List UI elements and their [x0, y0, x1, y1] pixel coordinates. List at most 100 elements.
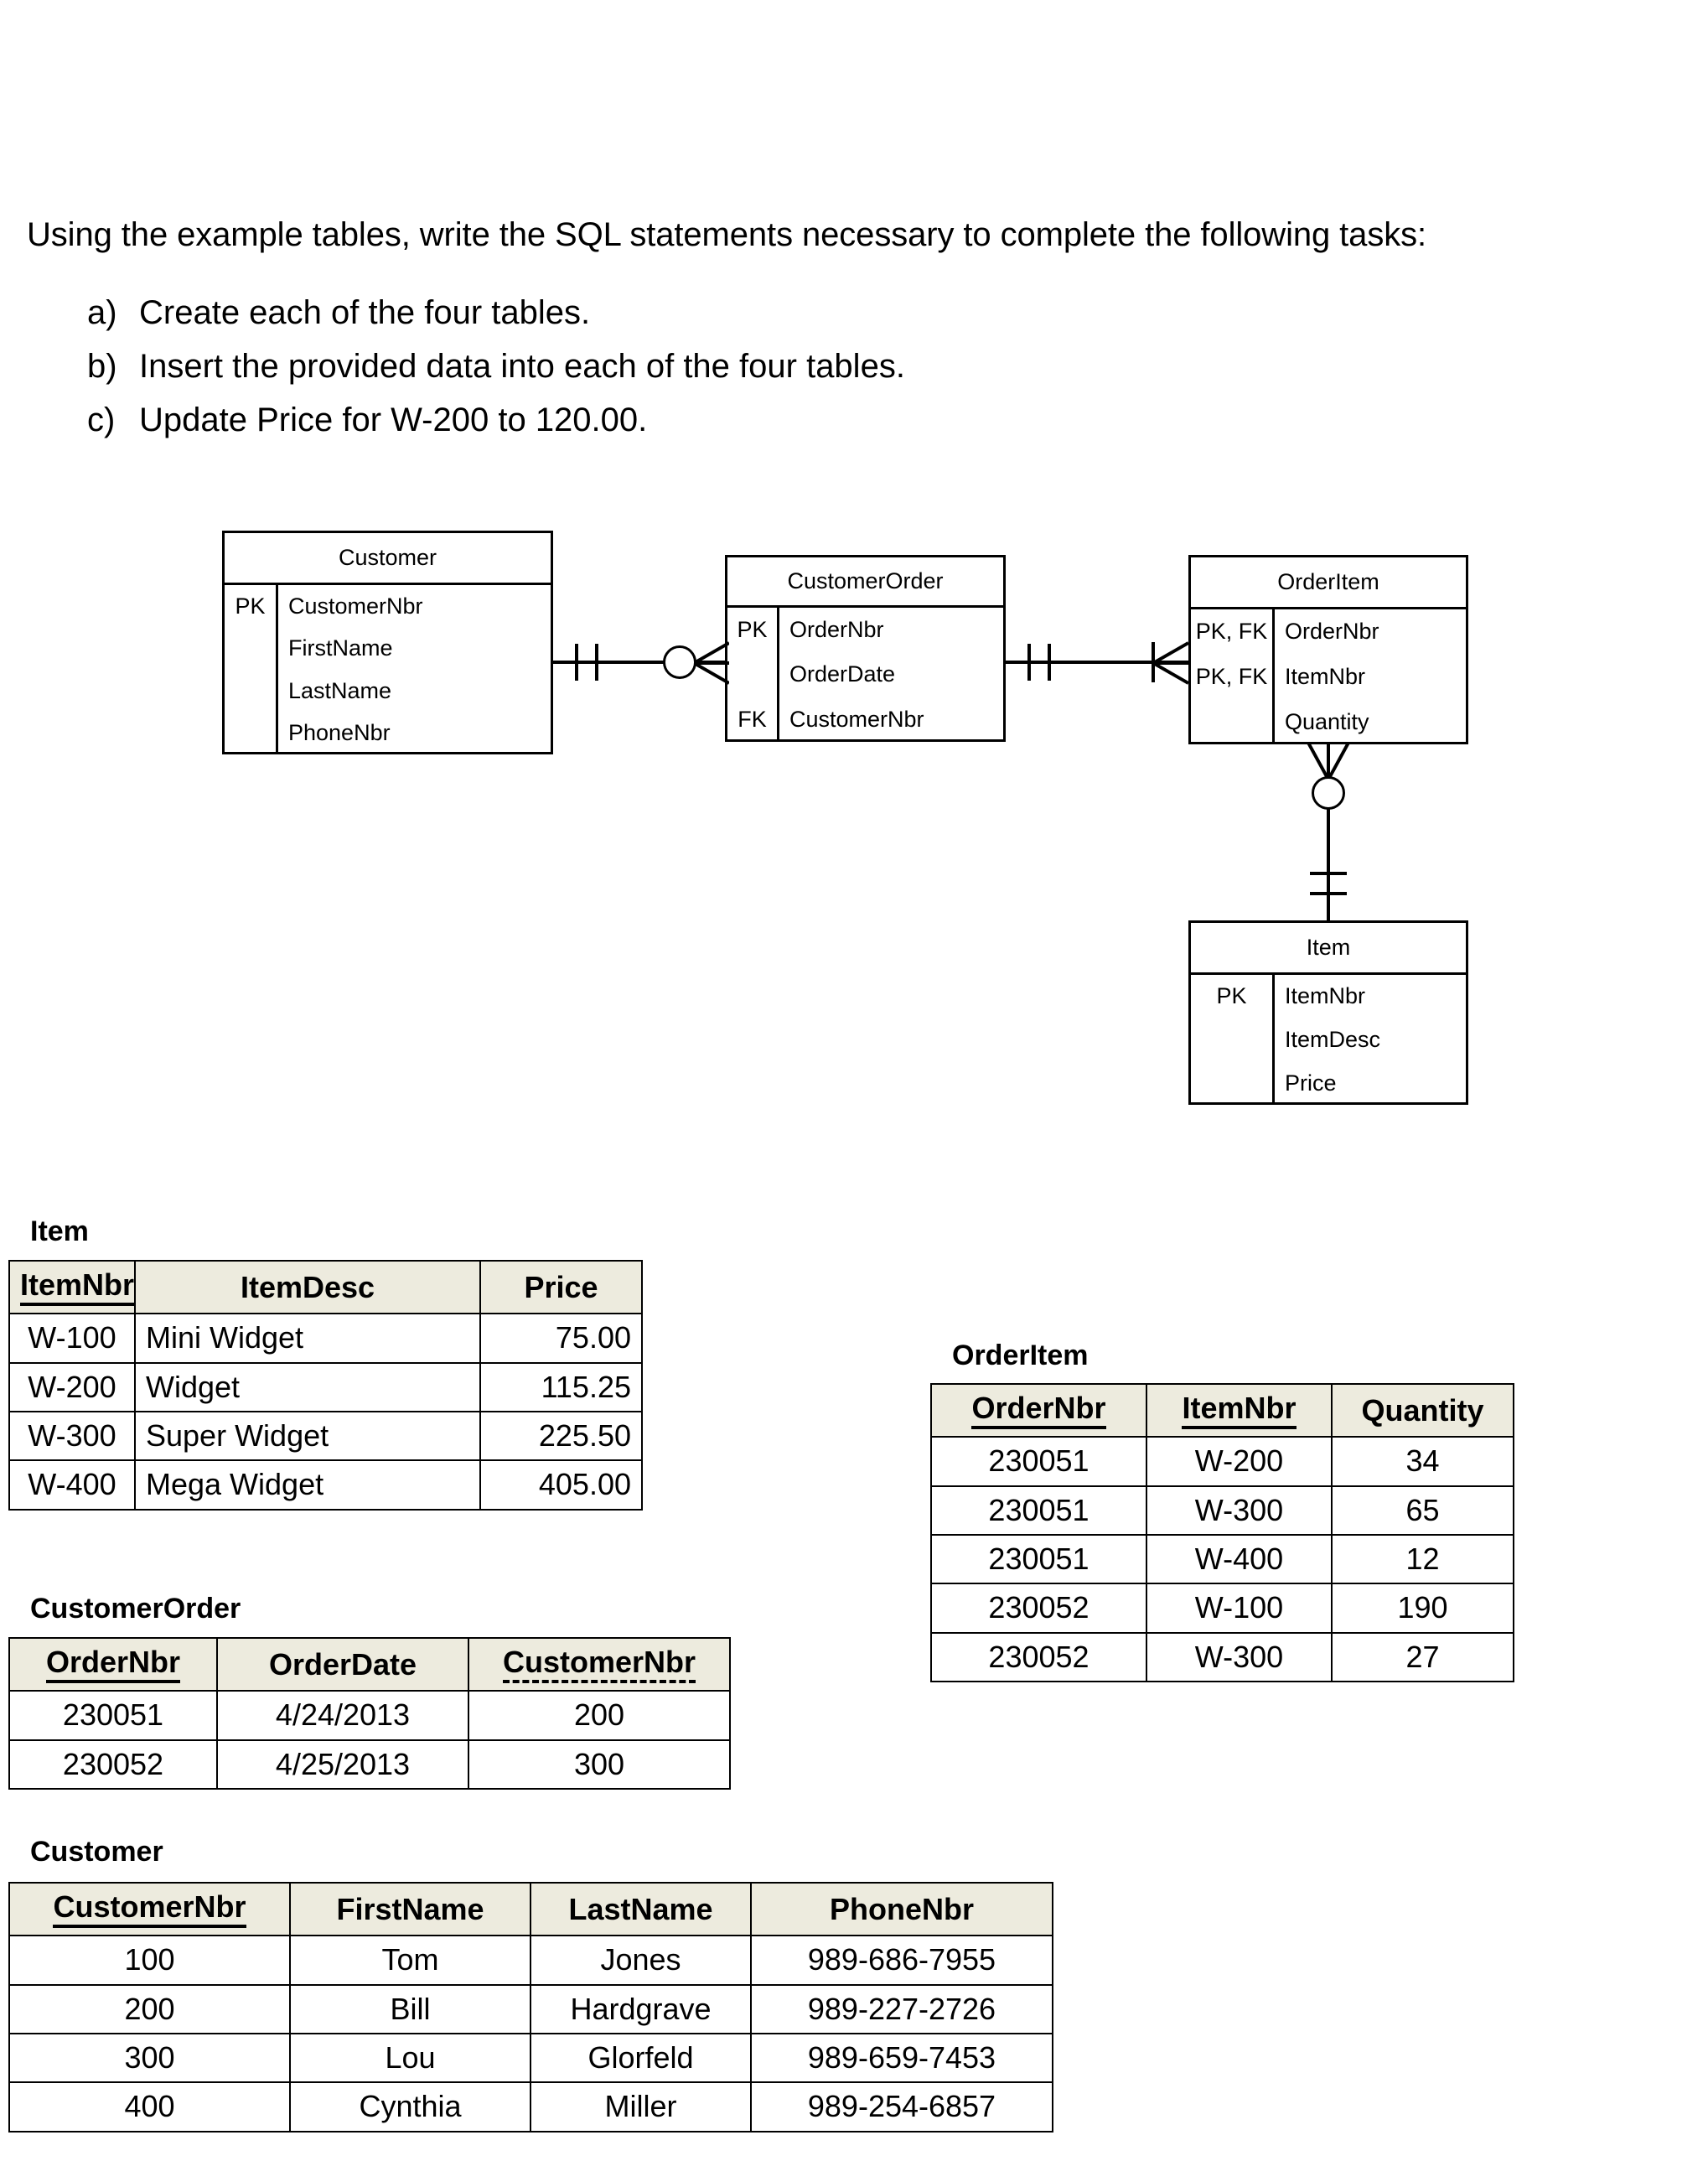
cell: W-200: [1146, 1436, 1333, 1487]
cell: 4/25/2013: [216, 1739, 469, 1790]
data-table-orderitem: OrderNbr ItemNbr Quantity 230051 W-200 3…: [930, 1382, 1514, 1682]
attr-key: [225, 713, 276, 755]
attr-name: OrderNbr: [1285, 619, 1379, 645]
cell: W-400: [8, 1459, 136, 1511]
table-row: W-400 Mega Widget 405.00: [8, 1459, 643, 1511]
cell: 989-686-7955: [750, 1935, 1053, 1986]
cell: W-100: [8, 1313, 136, 1364]
cell: W-300: [1146, 1485, 1333, 1536]
column-header: OrderNbr: [8, 1636, 218, 1692]
cell: 115.25: [479, 1361, 643, 1412]
table-header-row: CustomerNbr FirstName LastName PhoneNbr: [8, 1881, 1053, 1937]
attr-key: [225, 670, 276, 713]
cell: 230051: [930, 1533, 1147, 1585]
task-prose: Using the example tables, write the SQL …: [27, 214, 1669, 457]
entity-title-customerorder: CustomerOrder: [727, 557, 1003, 608]
cell: 989-659-7453: [750, 2032, 1053, 2084]
cell: Hardgrave: [530, 1983, 752, 2034]
table-row: 200 Bill Hardgrave 989-227-2726: [8, 1983, 1053, 2034]
table-caption-orderitem: OrderItem: [952, 1340, 1089, 1371]
column-header: Quantity: [1331, 1382, 1514, 1438]
cell: 230051: [930, 1436, 1147, 1487]
cell: 400: [8, 2081, 291, 2132]
er-diagram: Customer PK CustomerNbr FirstName LastNa…: [0, 503, 1708, 1123]
data-table-customer: CustomerNbr FirstName LastName PhoneNbr …: [8, 1881, 1053, 2132]
entity-title-orderitem: OrderItem: [1191, 557, 1466, 609]
attr-name: ItemNbr: [1285, 983, 1366, 1009]
table-row: 230051 W-400 12: [930, 1533, 1514, 1585]
table-row: 230052 W-300 27: [930, 1631, 1514, 1682]
table-row: 300 Lou Glorfeld 989-659-7453: [8, 2032, 1053, 2084]
column-header: FirstName: [289, 1881, 531, 1937]
intro-text: Using the example tables, write the SQL …: [27, 216, 1427, 253]
cell: Cynthia: [289, 2081, 531, 2132]
cell: 989-254-6857: [750, 2081, 1053, 2132]
table-row: 230051 4/24/2013 200: [8, 1690, 731, 1741]
cell: W-100: [1146, 1583, 1333, 1634]
cell: Mini Widget: [134, 1313, 481, 1364]
cell: 300: [8, 2032, 291, 2084]
table-row: 400 Cynthia Miller 989-254-6857: [8, 2081, 1053, 2132]
attr-name: CustomerNbr: [288, 593, 423, 619]
column-header: CustomerNbr: [468, 1636, 731, 1692]
attr-key: PK: [235, 593, 266, 619]
data-table-item: ItemNbr ItemDesc Price W-100 Mini Widget…: [8, 1259, 643, 1511]
cell: 12: [1331, 1533, 1514, 1585]
attr-name: Quantity: [1285, 708, 1369, 734]
cell: 225.50: [479, 1410, 643, 1462]
cell: 65: [1331, 1485, 1514, 1536]
cell: 405.00: [479, 1459, 643, 1511]
cell: 230052: [930, 1583, 1147, 1634]
table-header-row: OrderNbr ItemNbr Quantity: [930, 1382, 1514, 1438]
crow-foot-icon: [694, 641, 729, 685]
task-list: a) Create each of the four tables. b) In…: [27, 296, 1669, 437]
data-table-customerorder: OrderNbr OrderDate CustomerNbr 230051 4/…: [8, 1636, 731, 1790]
cell: Super Widget: [134, 1410, 481, 1462]
list-item: c) Update Price for W-200 to 120.00.: [87, 403, 1669, 437]
cell: 200: [468, 1690, 731, 1741]
attr-name: LastName: [288, 677, 392, 703]
cell: Widget: [134, 1361, 481, 1412]
cell: 230052: [8, 1739, 218, 1790]
column-header: Price: [479, 1259, 643, 1315]
entity-orderitem: OrderItem PK, FK PK, FK OrderNbr ItemNbr…: [1188, 555, 1468, 744]
list-marker: a): [87, 294, 117, 331]
table-caption-customerorder: CustomerOrder: [30, 1593, 241, 1625]
table-caption-item: Item: [30, 1215, 89, 1247]
cell: Tom: [289, 1935, 531, 1986]
list-marker: c): [87, 402, 116, 438]
attr-key: PK: [737, 617, 768, 643]
table-caption-customer: Customer: [30, 1836, 163, 1868]
entity-customer: Customer PK CustomerNbr FirstName LastNa…: [222, 531, 553, 754]
table-row: 230051 W-300 65: [930, 1485, 1514, 1536]
cell: 230052: [930, 1631, 1147, 1682]
cell: Jones: [530, 1935, 752, 1986]
attr-name: OrderDate: [789, 661, 896, 687]
cell: 100: [8, 1935, 291, 1986]
table-row: 230052 4/25/2013 300: [8, 1739, 731, 1790]
column-header: ItemDesc: [134, 1259, 481, 1315]
cell: Bill: [289, 1983, 531, 2034]
list-item: a) Create each of the four tables.: [87, 296, 1669, 329]
list-text: Create each of the four tables.: [139, 294, 591, 331]
cell: W-200: [8, 1361, 136, 1412]
cell: 4/24/2013: [216, 1690, 469, 1741]
attr-key: [1191, 1018, 1272, 1062]
table-row: 230051 W-200 34: [930, 1436, 1514, 1487]
column-header: ItemNbr: [8, 1259, 136, 1315]
entity-title-customer: Customer: [225, 533, 551, 585]
column-header: PhoneNbr: [750, 1881, 1053, 1937]
attr-name: CustomerNbr: [789, 706, 924, 732]
list-text: Insert the provided data into each of th…: [139, 348, 905, 385]
cell: Miller: [530, 2081, 752, 2132]
list-marker: b): [87, 348, 117, 385]
attr-name: PhoneNbr: [288, 720, 391, 746]
entity-title-item: Item: [1191, 923, 1466, 975]
attr-name: Price: [1285, 1070, 1337, 1096]
crow-foot-icon: [1153, 641, 1188, 685]
list-item: b) Insert the provided data into each of…: [87, 350, 1669, 383]
cell: 27: [1331, 1631, 1514, 1682]
cell: 989-227-2726: [750, 1983, 1053, 2034]
cell: Lou: [289, 2032, 531, 2084]
crow-foot-icon: [1307, 743, 1350, 780]
